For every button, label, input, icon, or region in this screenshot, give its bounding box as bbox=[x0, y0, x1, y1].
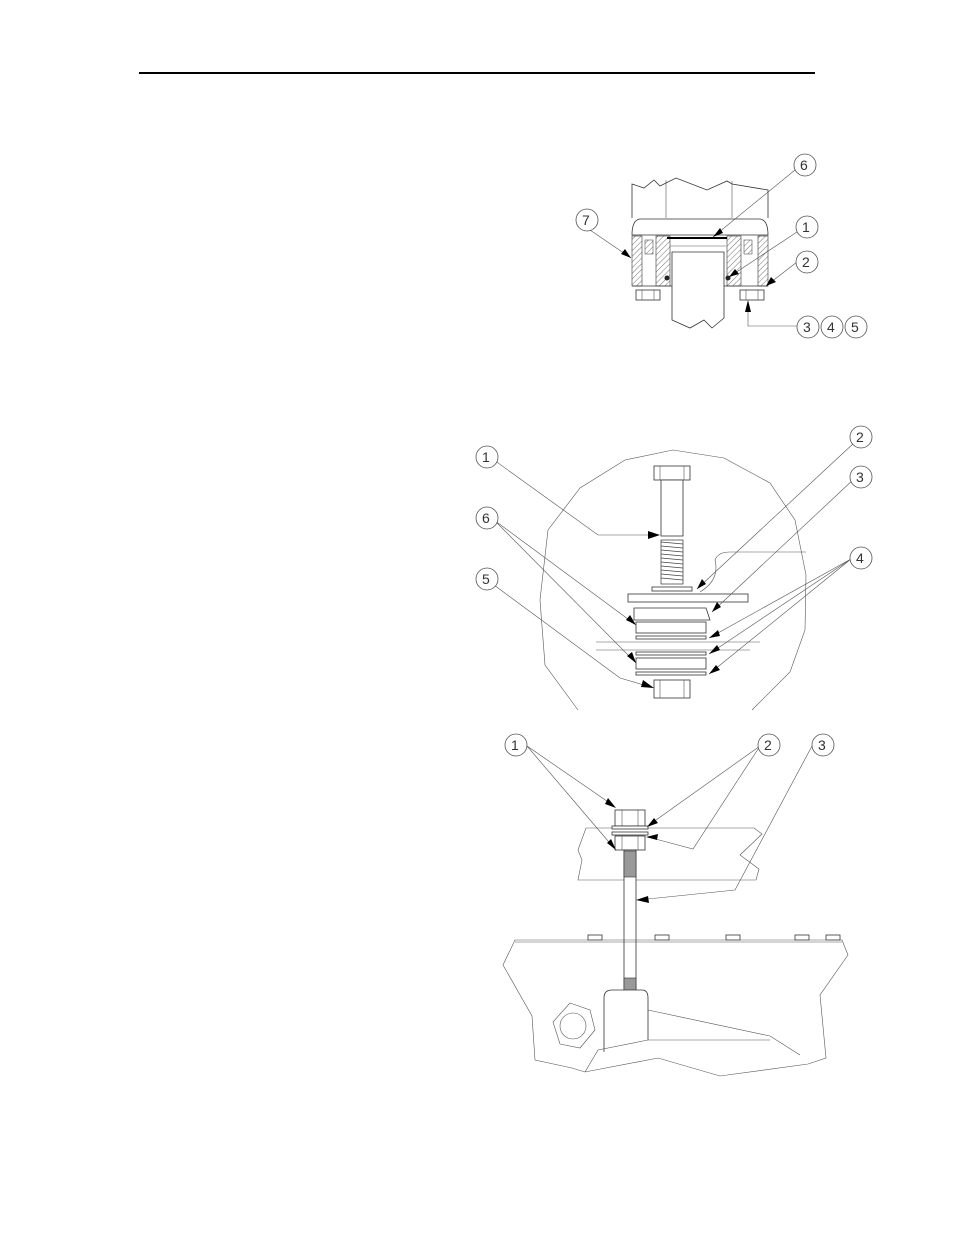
svg-text:4: 4 bbox=[827, 319, 835, 335]
callout-6: 6 bbox=[475, 506, 499, 530]
callout-1: 1 bbox=[504, 733, 528, 757]
callout-2: 2 bbox=[757, 733, 781, 757]
callout-4: 4 bbox=[849, 546, 873, 570]
svg-text:1: 1 bbox=[511, 737, 519, 753]
svg-text:5: 5 bbox=[851, 319, 859, 335]
header-rule bbox=[139, 72, 815, 74]
callout-2: 2 bbox=[795, 250, 819, 274]
svg-text:4: 4 bbox=[856, 550, 864, 566]
svg-text:3: 3 bbox=[856, 469, 864, 485]
svg-text:2: 2 bbox=[764, 737, 772, 753]
svg-text:3: 3 bbox=[803, 319, 811, 335]
svg-text:3: 3 bbox=[818, 737, 826, 753]
callout-5: 5 bbox=[475, 567, 499, 591]
callout-7: 7 bbox=[575, 208, 599, 232]
svg-text:6: 6 bbox=[800, 157, 808, 173]
figure-seal-cross-section: 6 7 1 2 3 4 5 bbox=[560, 140, 880, 350]
svg-text:2: 2 bbox=[856, 429, 864, 445]
callout-3-4-5: 3 4 5 bbox=[796, 315, 868, 339]
callout-1: 1 bbox=[475, 445, 499, 469]
callout-3: 3 bbox=[849, 465, 873, 489]
callout-6: 6 bbox=[793, 153, 817, 177]
callout-3: 3 bbox=[811, 733, 835, 757]
svg-text:1: 1 bbox=[802, 219, 810, 235]
callout-1: 1 bbox=[795, 215, 819, 239]
svg-text:5: 5 bbox=[482, 571, 490, 587]
figure-tie-rod-assembly: 1 2 3 bbox=[490, 730, 870, 1080]
svg-text:1: 1 bbox=[482, 449, 490, 465]
figure-bolt-stack-detail: 1 2 3 6 4 5 bbox=[460, 420, 880, 720]
svg-text:6: 6 bbox=[482, 510, 490, 526]
svg-text:7: 7 bbox=[582, 212, 590, 228]
callout-2: 2 bbox=[849, 425, 873, 449]
svg-text:2: 2 bbox=[802, 254, 810, 270]
